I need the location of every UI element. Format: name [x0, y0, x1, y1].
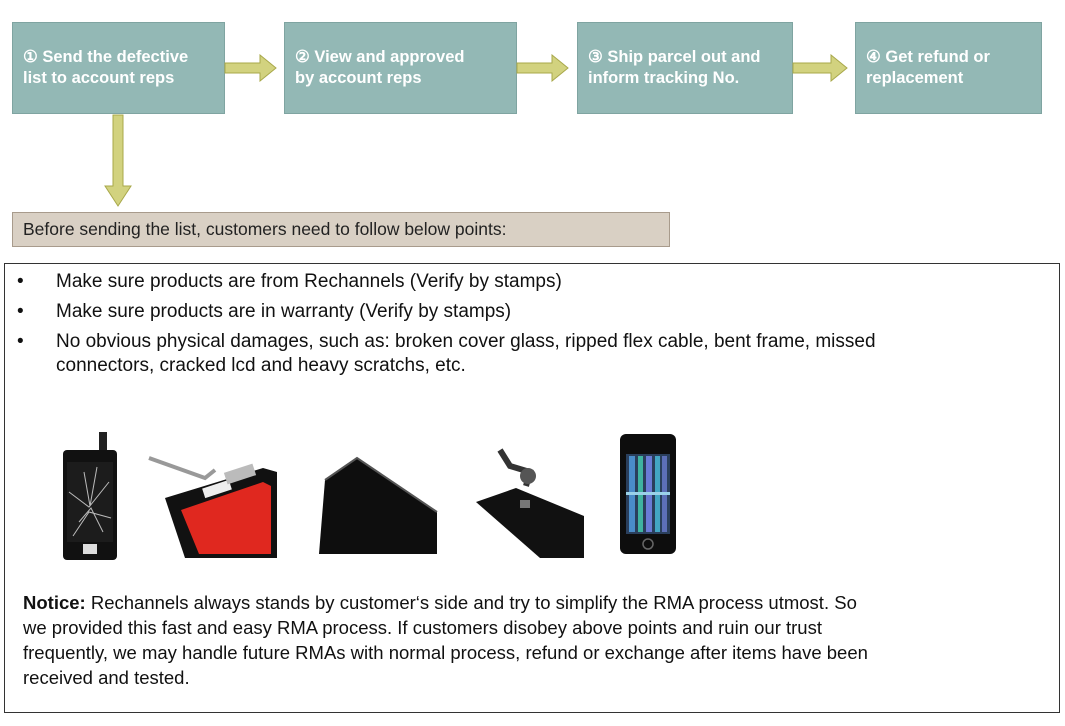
bent-frame-photo-icon [319, 456, 438, 554]
bullet-icon: • [17, 331, 24, 352]
notice-line-4: received and tested. [23, 667, 190, 688]
cracked-lcd-photo-icon [620, 434, 676, 554]
requirements-list: • Make sure products are from Rechannels… [5, 270, 1005, 384]
step-1-box: ① Send the defective list to account rep… [12, 22, 225, 114]
step-4-box: ④ Get refund or replacement [855, 22, 1042, 114]
arrow-right-icon [792, 54, 848, 82]
arrow-right-icon [224, 54, 277, 82]
step-4-line-1: ④ Get refund or [866, 48, 990, 66]
rule-text-continued: connectors, cracked lcd and heavy scratc… [56, 355, 466, 376]
notice-paragraph: Notice: Rechannels always stands by cust… [23, 590, 1013, 690]
step-1-line-2: list to account reps [23, 69, 175, 87]
notice-label: Notice: [23, 592, 86, 613]
notice-line-3: frequently, we may handle future RMAs wi… [23, 642, 868, 663]
step-3-box: ③ Ship parcel out and inform tracking No… [577, 22, 793, 114]
step-2-line-1: ② View and approved [295, 48, 465, 66]
list-item: • Make sure products are in warranty (Ve… [5, 300, 1005, 324]
bullet-icon: • [17, 301, 24, 322]
rule-text: Make sure products are from Rechannels (… [56, 271, 562, 292]
arrow-down-icon [104, 114, 132, 207]
notice-line-1: Notice: Rechannels always stands by cust… [23, 590, 1013, 615]
step-3-line-1: ③ Ship parcel out and [588, 48, 761, 66]
bullet-icon: • [17, 271, 24, 292]
step-4-line-2: replacement [866, 69, 964, 87]
notice-line-2: we provided this fast and easy RMA proce… [23, 617, 822, 638]
cracked-screen-photo-icon [63, 432, 117, 560]
missing-connector-photo-icon [476, 448, 584, 558]
step-2-box: ② View and approved by account reps [284, 22, 517, 114]
list-item: • Make sure products are from Rechannels… [5, 270, 1005, 294]
step-2-line-2: by account reps [295, 69, 422, 87]
ripped-flex-cable-photo-icon [148, 456, 277, 558]
intro-banner: Before sending the list, customers need … [12, 212, 670, 247]
step-3-line-2: inform tracking No. [588, 69, 740, 87]
rule-text: No obvious physical damages, such as: br… [56, 331, 876, 352]
step-1-line-1: ① Send the defective [23, 48, 189, 66]
arrow-right-icon [516, 54, 569, 82]
notice-text: Rechannels always stands by customer‘s s… [85, 592, 857, 613]
list-item: • No obvious physical damages, such as: … [5, 330, 1005, 378]
rule-text: Make sure products are in warranty (Veri… [56, 301, 512, 322]
requirements-panel: • Make sure products are from Rechannels… [4, 263, 1060, 713]
